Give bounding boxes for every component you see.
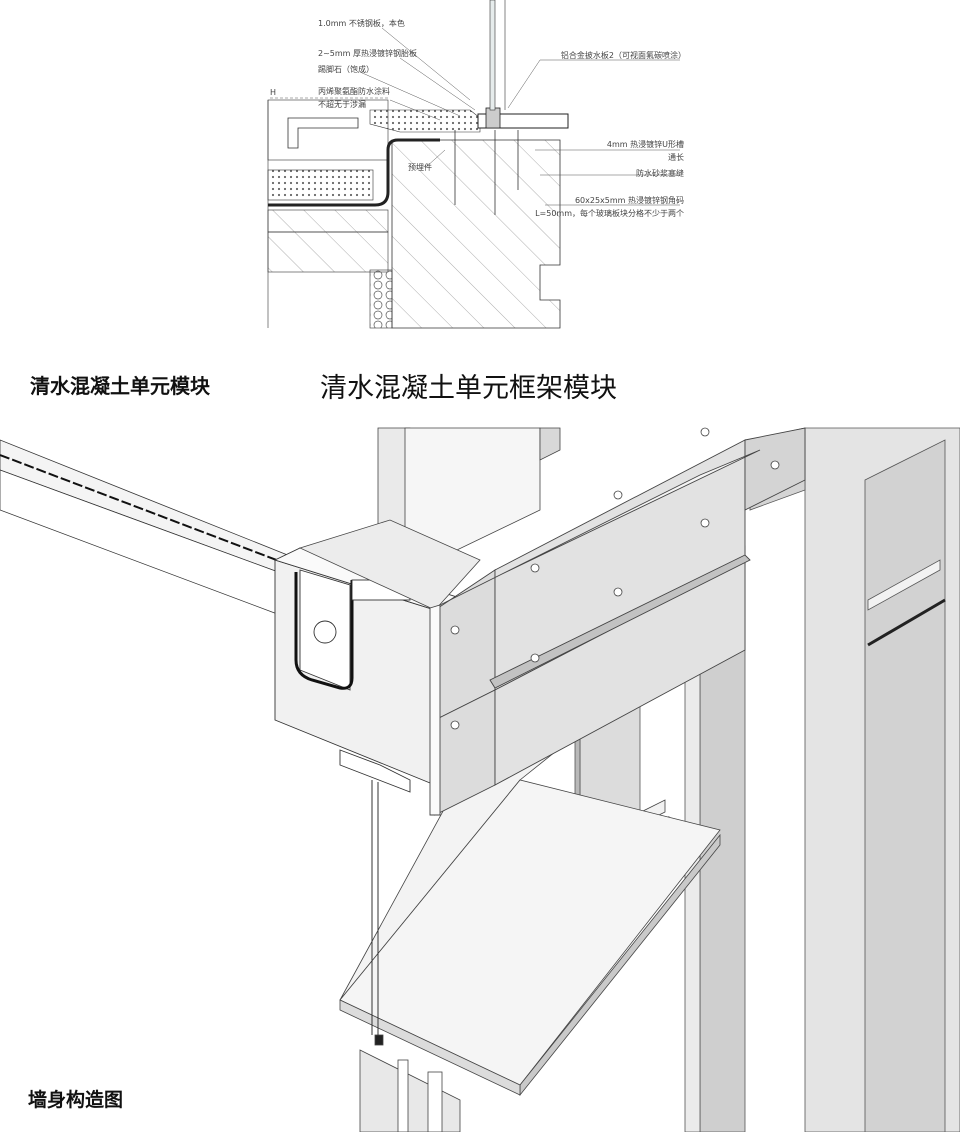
anchor-bolt-holes — [450, 427, 780, 730]
leader-lines — [270, 27, 680, 206]
annotation-embed: 预埋件 — [408, 162, 432, 172]
annotation-right-5: 60x25x5mm 热浸镀锌钢角码 — [575, 195, 684, 205]
background-pillars — [749, 427, 960, 1132]
annotation-right-2: 4mm 热浸镀锌U形槽 — [607, 139, 684, 149]
floor-slab — [267, 99, 389, 328]
annotations-left: 1.0mm 不锈钢板，本色 2~5mm 厚热浸镀锌钢胎板 踢脚石（饱成） 丙烯聚… — [270, 18, 432, 172]
annotation-left-4: 丙烯聚氨酯防水涂料 — [318, 86, 390, 96]
datum-mark: H — [270, 88, 276, 97]
sill-coping — [369, 107, 569, 133]
caption-concrete-unit-module: 清水混凝土单元模块 — [30, 374, 210, 398]
section-detail-drawing: 1.0mm 不锈钢板，本色 2~5mm 厚热浸镀锌钢胎板 踢脚石（饱成） 丙烯聚… — [267, 0, 686, 329]
glass-line-vertical — [371, 780, 379, 1035]
concrete-frame-block — [273, 547, 462, 793]
glass-mullion — [489, 0, 496, 111]
anchor-bolts — [454, 130, 519, 215]
annotations-right: 铝合金披水板2（可视面氟碳喷涂） 4mm 热浸镀锌U形槽 通长 防水砂浆塞缝 6… — [535, 50, 686, 218]
waterproof-membrane — [268, 138, 440, 207]
page-title: 清水混凝土单元框架模块 — [320, 373, 617, 404]
annotation-left-5: 不超无于涉漏 — [318, 99, 366, 109]
floor-slab-left — [0, 439, 301, 616]
annotation-right-3: 通长 — [668, 152, 684, 162]
caption-wall-construction: 墙身构造图 — [28, 1089, 124, 1111]
annotation-right-4: 防水砂浆塞缝 — [636, 168, 684, 178]
annotation-left-1: 1.0mm 不锈钢板，本色 — [318, 18, 405, 28]
annotation-left-3: 踢脚石（饱成） — [318, 64, 374, 74]
glass-above-frame — [298, 427, 561, 611]
isometric-wall-drawing — [0, 427, 960, 1132]
annotation-right-1: 铝合金披水板2（可视面氟碳喷涂） — [561, 50, 686, 60]
annotation-right-6: L=50mm，每个玻璃板块分格不少于两个 — [535, 208, 684, 218]
concrete-panels — [429, 427, 806, 816]
annotation-left-2: 2~5mm 厚热浸镀锌钢胎板 — [318, 48, 417, 58]
concrete-wall — [369, 139, 561, 329]
